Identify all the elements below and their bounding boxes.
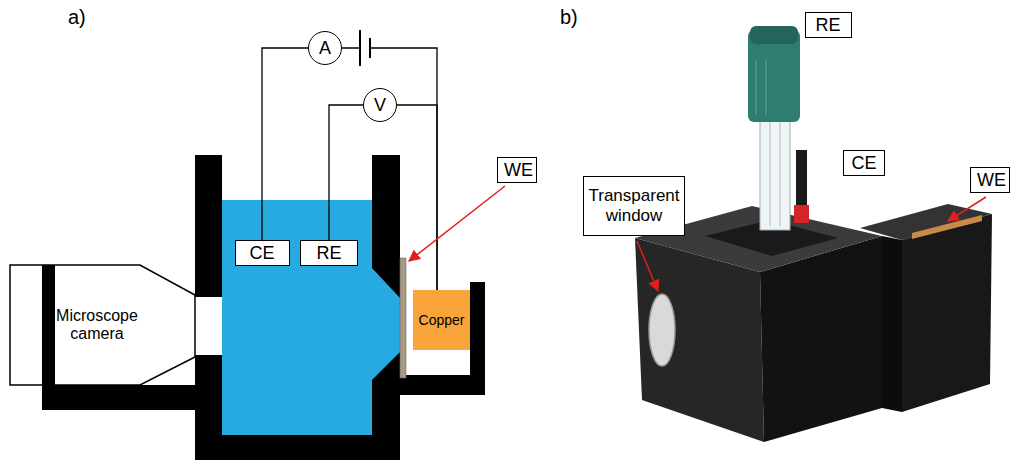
holder-front-face [902,214,992,412]
electrode-label: CE [235,240,290,266]
battery-plate [369,38,371,58]
working-electrode-plate [400,258,406,378]
leader-arrow [637,241,658,291]
node-text: Copper [419,312,465,328]
panel-letter: a) [68,6,86,29]
cell-wall [195,155,400,460]
node-text: Transparent window [588,186,680,225]
glass-tube [760,118,790,230]
node-text: RE [815,15,840,36]
ammeter-symbol: A [308,31,342,65]
electrode-label: WE [970,167,1010,193]
wire [397,105,437,290]
battery-plate [359,30,361,66]
electrode-rib [765,60,767,115]
node-text: CE [249,243,274,264]
window-disc [649,294,675,366]
electrode-label: CE [843,150,885,176]
camera-stand-base [42,385,195,410]
camera-body [10,265,195,385]
copper-slit [912,215,982,239]
electrode-label: WE [497,157,537,183]
camera-port [195,297,222,355]
cell-front-face [760,236,882,442]
leader-arrow [948,197,986,221]
holder-base [400,375,485,395]
glass-inner [769,122,771,226]
wire [262,48,308,240]
camera-label: Microscope camera [55,295,139,355]
node-text: V [374,95,386,116]
node-text: WE [504,160,530,181]
node-text: WE [977,170,1003,191]
wire [329,105,363,240]
counter-electrode-ring [794,205,809,223]
battery-gap [361,38,369,58]
node-text: A [319,38,331,59]
reference-electrode-cap [750,26,798,44]
counter-electrode-rod [796,150,807,210]
node-text: RE [316,243,341,264]
leader-arrow [409,186,505,261]
node-text: CE [851,153,876,174]
electrolyte [222,200,400,435]
node-text: Microscope camera [55,307,139,344]
electrode-label: RE [300,240,358,266]
window-label: Transparent window [583,176,685,236]
holder-side-face [882,236,902,412]
electrode-label: RE [805,12,852,38]
voltmeter-symbol: V [363,88,397,122]
panel-letter: b) [560,6,578,29]
cell-side-face [635,238,764,442]
copper-block: Copper [413,290,470,350]
glass-inner [779,122,781,226]
electrode-rib [755,60,757,115]
holder-gap [406,350,470,375]
cell-opening [222,148,372,200]
